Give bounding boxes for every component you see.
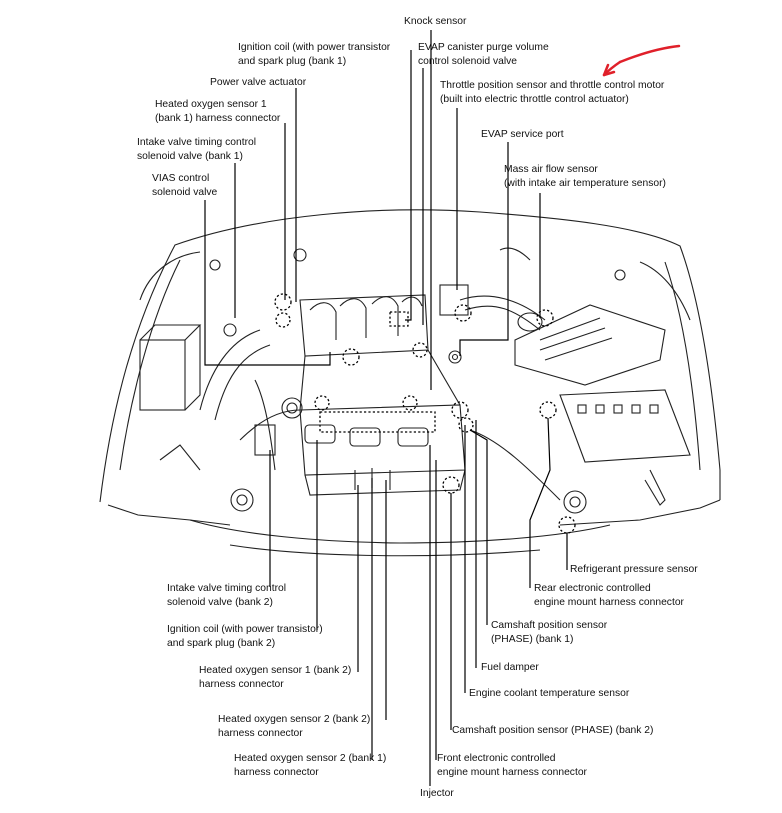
label-fuel-damper: Fuel damper: [481, 662, 539, 673]
label-coolant-temp: Engine coolant temperature sensor: [469, 688, 630, 699]
label-heated-o2-1-bank1: Heated oxygen sensor 1(bank 1) harness c…: [155, 99, 281, 124]
label-injector: Injector: [420, 788, 454, 799]
label-knock-sensor: Knock sensor: [404, 16, 467, 27]
label-maf-sensor: Mass air flow sensor(with intake air tem…: [504, 164, 666, 189]
label-evap-service-port: EVAP service port: [481, 129, 564, 140]
label-throttle-position: Throttle position sensor and throttle co…: [440, 80, 665, 105]
annotation-arrow-icon: [602, 44, 681, 77]
label-heated-o2-2-bank1: Heated oxygen sensor 2 (bank 1)harness c…: [234, 753, 387, 778]
label-power-valve: Power valve actuator: [210, 77, 307, 88]
label-ignition-coil-bank2: Ignition coil (with power transistor)and…: [167, 624, 323, 649]
label-camshaft-bank2: Camshaft position sensor (PHASE) (bank 2…: [452, 725, 654, 736]
label-refrigerant-pressure: Refrigerant pressure sensor: [570, 564, 698, 575]
label-heated-o2-2-bank2: Heated oxygen sensor 2 (bank 2)harness c…: [218, 714, 371, 739]
label-camshaft-bank1: Camshaft position sensor(PHASE) (bank 1): [491, 620, 608, 645]
label-heated-o2-1-bank2: Heated oxygen sensor 1 (bank 2)harness c…: [199, 665, 352, 690]
